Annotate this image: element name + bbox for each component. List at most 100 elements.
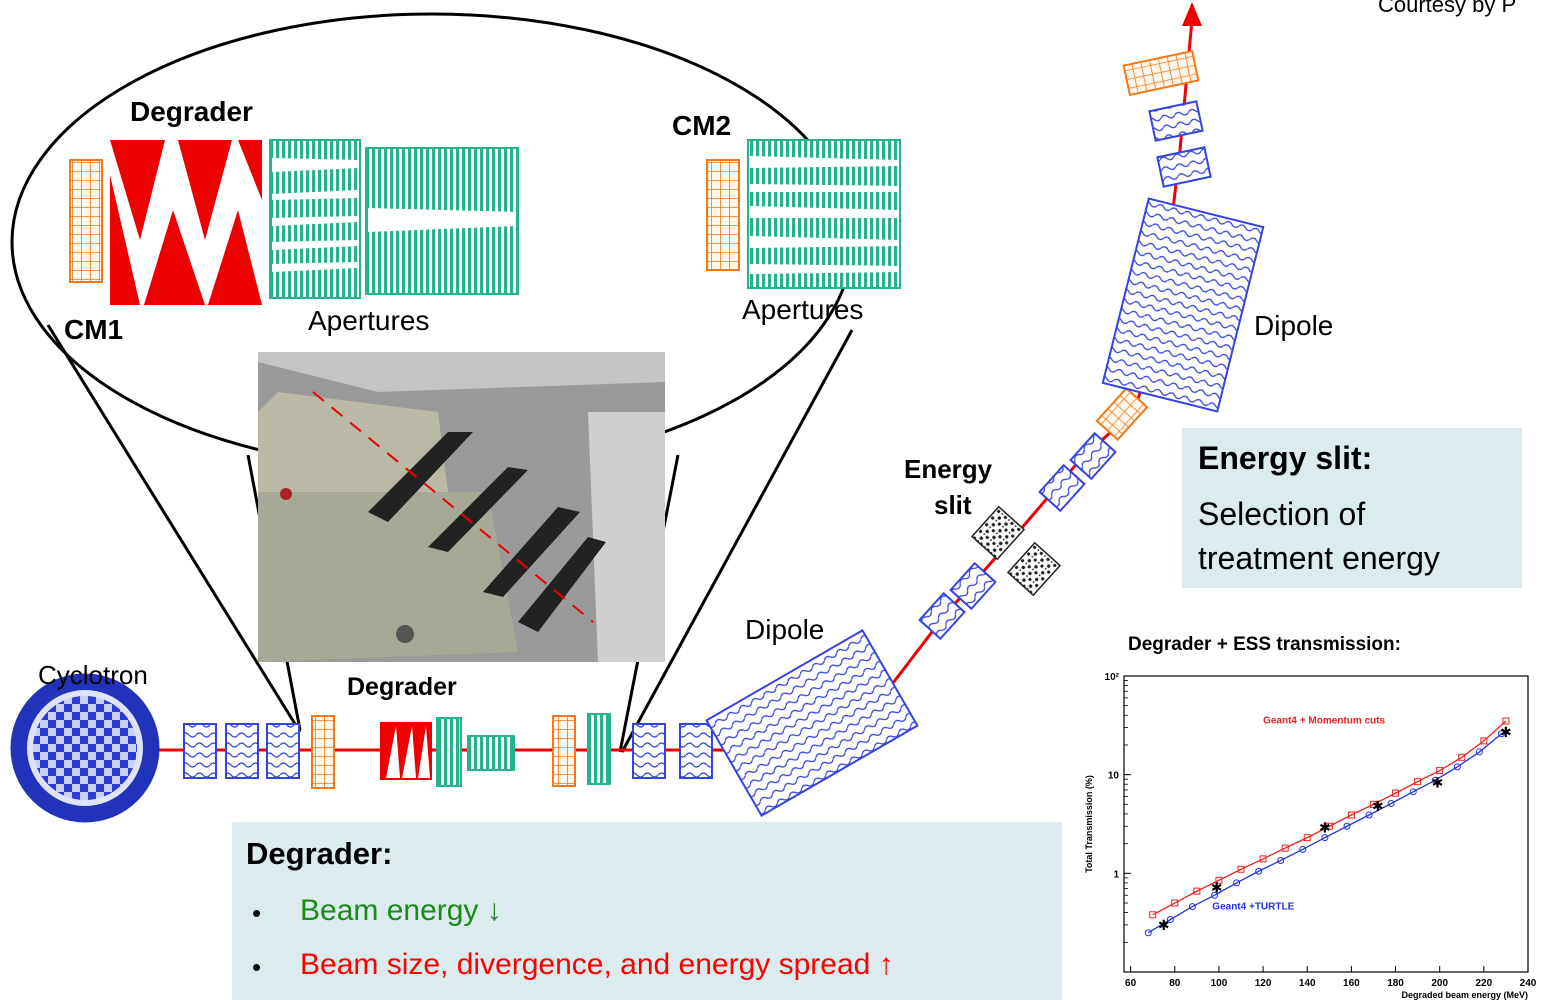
dipole-label-2: Dipole <box>1254 310 1334 341</box>
data-point <box>1277 856 1285 864</box>
data-point <box>1475 748 1483 756</box>
collimator-1 <box>311 715 335 789</box>
x-tick-label: 240 <box>1520 978 1537 989</box>
data-point <box>1436 767 1444 775</box>
data-point <box>1237 865 1245 873</box>
degrader-note-box: Degrader: • Beam energy ↓ • Beam size, d… <box>232 822 1062 1000</box>
energy-slit-block-1 <box>970 505 1026 561</box>
x-tick-label: 160 <box>1343 978 1360 989</box>
quadrupole-9 <box>1069 431 1117 481</box>
data-point <box>1414 778 1422 786</box>
x-tick-label: 220 <box>1476 978 1493 989</box>
beam-arrow <box>1182 2 1202 26</box>
data-point <box>1431 776 1439 784</box>
x-tick-label: 100 <box>1211 978 1228 989</box>
data-point-star: ✱ <box>1372 799 1384 815</box>
x-tick-label: 180 <box>1387 978 1404 989</box>
degrader-wedges <box>110 140 262 305</box>
bullet-marker-2: • <box>252 952 262 982</box>
data-point-star: ✱ <box>1432 776 1444 792</box>
data-point-star: ✱ <box>1158 918 1170 934</box>
quadrupole-11 <box>1148 100 1204 142</box>
collimator-2 <box>552 715 576 787</box>
aperture-line-1 <box>436 717 462 787</box>
data-point <box>1369 800 1377 808</box>
energy-slit-label-1: Energy <box>904 454 993 484</box>
quadrupole-3 <box>266 723 300 779</box>
degrader-line-icon <box>380 722 432 780</box>
data-point <box>1233 879 1241 887</box>
data-point <box>1365 811 1373 819</box>
data-point <box>1166 916 1174 924</box>
zoom-line-right-outer <box>620 329 854 753</box>
data-point <box>1498 730 1506 738</box>
cm1-label: CM1 <box>64 314 124 345</box>
quadrupole-8 <box>1038 463 1086 513</box>
dipole-label-1: Dipole <box>745 614 825 645</box>
collimator-3 <box>1095 386 1149 442</box>
data-point <box>1299 845 1307 853</box>
y-axis-label: Total Transmission (%) <box>1084 775 1094 873</box>
bullet-marker-1: • <box>252 898 262 928</box>
cm2-label: CM2 <box>672 110 732 141</box>
degrader-note-title: Degrader: <box>246 836 393 871</box>
apertures-set-2 <box>747 139 901 289</box>
x-tick-label: 80 <box>1169 978 1181 989</box>
quadrupole-6 <box>918 591 966 641</box>
series-label-momentum: Geant4 + Momentum cuts <box>1263 716 1385 727</box>
series-line-1 <box>1147 733 1502 934</box>
cm2-collimator <box>706 159 740 271</box>
x-tick-label: 60 <box>1125 978 1137 989</box>
zoom-line-left-outer <box>46 324 302 733</box>
data-point <box>1259 855 1267 863</box>
collimator-4 <box>1122 49 1200 97</box>
series-label-turtle: Geant4 +TURTLE <box>1212 901 1294 912</box>
cyclotron-label: Cyclotron <box>38 660 148 690</box>
data-point <box>1458 753 1466 761</box>
data-point <box>1392 789 1400 797</box>
data-point <box>1255 867 1263 875</box>
quadrupole-4 <box>632 723 666 779</box>
aperture-line-3 <box>587 713 611 785</box>
data-point <box>1215 876 1223 884</box>
credit-text: Courtesy by P <box>1378 0 1517 17</box>
degrader-zoom-label: Degrader <box>130 96 253 127</box>
y-tick-label: 1 <box>1113 869 1119 880</box>
apertures-label-1: Apertures <box>308 305 430 336</box>
data-point-star: ✱ <box>1211 880 1223 896</box>
quadrupole-10 <box>1156 146 1212 188</box>
y-tick-label: 10 <box>1108 771 1120 782</box>
energy-slit-note-title: Energy slit: <box>1198 440 1373 476</box>
data-point <box>1480 737 1488 745</box>
aperture-line-2 <box>467 735 515 771</box>
energy-slit-label-2: slit <box>934 490 972 520</box>
data-point <box>1325 822 1333 830</box>
data-point <box>1303 834 1311 842</box>
quadrupole-7 <box>949 561 997 611</box>
data-point <box>1347 811 1355 819</box>
chart-frame <box>1123 675 1529 973</box>
x-tick-label: 200 <box>1431 978 1448 989</box>
data-point <box>1321 834 1329 842</box>
data-point <box>1188 903 1196 911</box>
data-point <box>1149 911 1157 919</box>
quadrupole-5 <box>679 723 713 779</box>
data-point <box>1211 891 1219 899</box>
energy-slit-note-line-1: Selection of <box>1198 496 1366 532</box>
energy-slit-note-box: Energy slit: Selection of treatment ener… <box>1182 428 1522 588</box>
data-point <box>1281 844 1289 852</box>
data-point-star: ✱ <box>1500 725 1512 741</box>
x-axis-label: Degraded beam energy (MeV) <box>1401 990 1528 1000</box>
dipole-2 <box>1101 197 1265 413</box>
series-line-0 <box>1152 720 1507 916</box>
energy-slit-block-2 <box>1006 541 1062 597</box>
degrader-bullet-1: Beam energy ↓ <box>300 894 502 927</box>
data-point <box>1453 763 1461 771</box>
apertures-label-2: Apertures <box>742 294 864 325</box>
data-point <box>1387 800 1395 808</box>
quadrupole-1 <box>183 723 217 779</box>
degrader-line-label: Degrader <box>347 673 457 701</box>
data-point <box>1409 788 1417 796</box>
